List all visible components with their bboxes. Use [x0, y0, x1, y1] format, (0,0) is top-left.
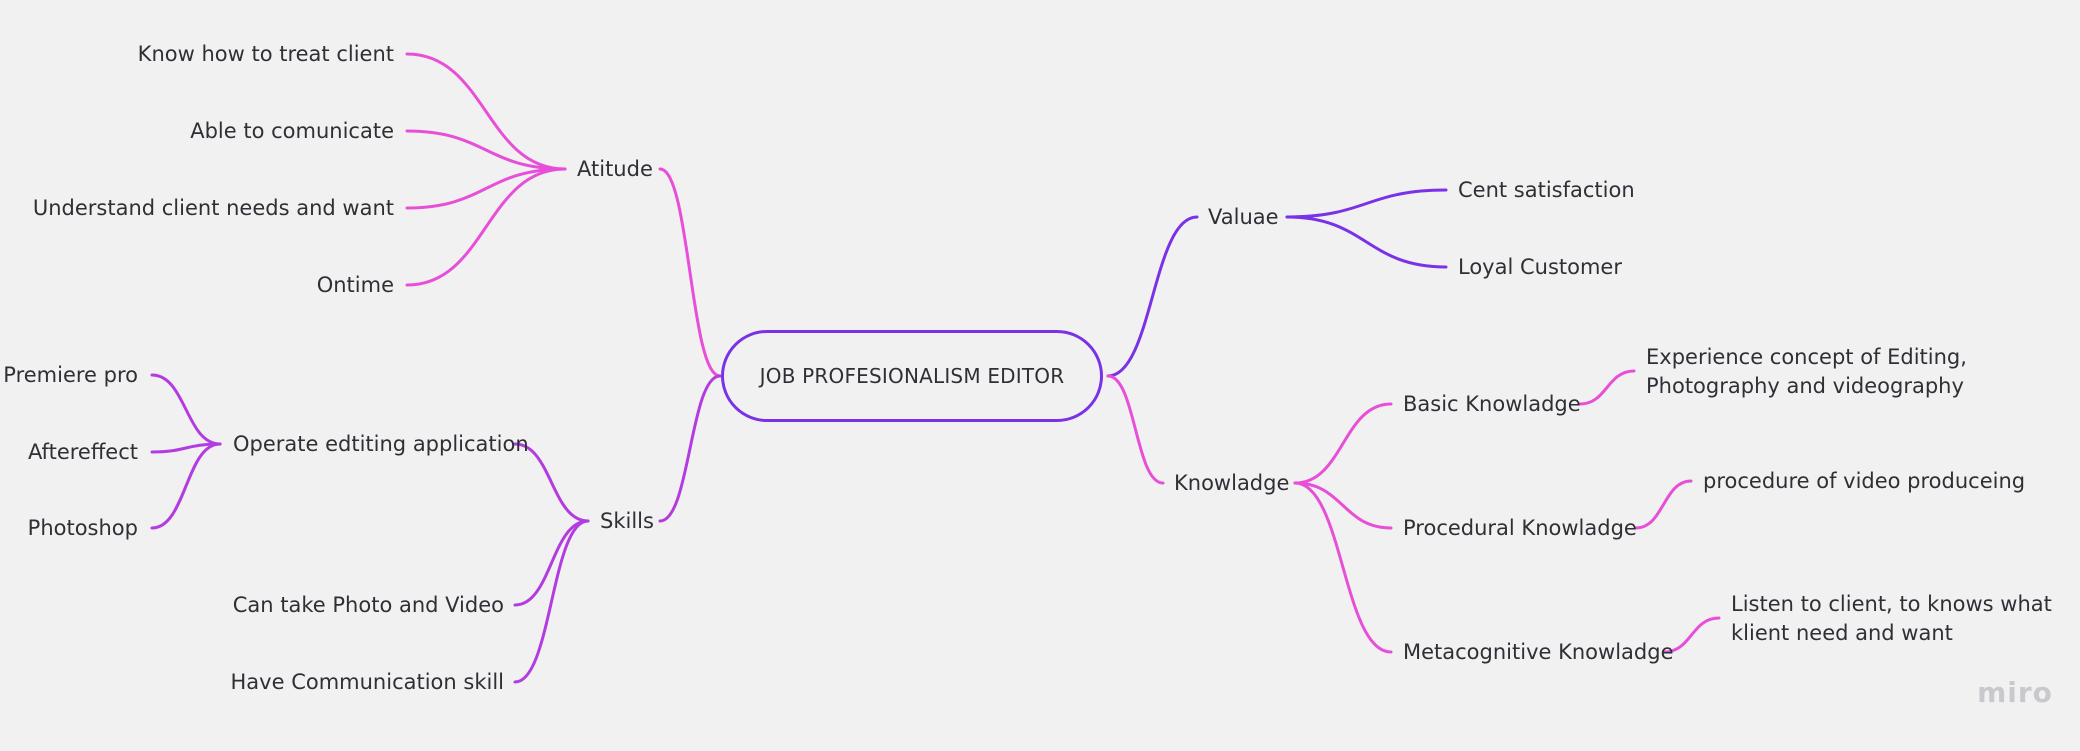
- node-premiere-pro[interactable]: Premiere pro: [3, 363, 138, 387]
- edge-atitude-child-2: [405, 167, 567, 210]
- edge-basic-detail: [1578, 369, 1636, 406]
- node-photoshop[interactable]: Photoshop: [27, 516, 138, 540]
- node-metacognitive-knowladge[interactable]: Metacognitive Knowladge: [1403, 640, 1674, 664]
- node-understand-client-needs[interactable]: Understand client needs and want: [32, 196, 394, 220]
- detail-line: klient need and want: [1731, 621, 1953, 645]
- root-node[interactable]: JOB PROFESIONALISM EDITOR: [721, 330, 1103, 422]
- edge-operate-child-1: [150, 442, 222, 454]
- edge-knowladge-child-0: [1293, 402, 1393, 485]
- detail-line: Listen to client, to knows what: [1731, 592, 2052, 616]
- edge-skills-child-1: [513, 519, 590, 607]
- node-procedural-knowladge[interactable]: Procedural Knowladge: [1403, 516, 1637, 540]
- node-metacognitive-knowladge-detail[interactable]: Listen to client, to knows what klient n…: [1731, 590, 2052, 648]
- edge-skills-child-2: [513, 519, 590, 684]
- node-operate-editing-application[interactable]: Operate edtiting application: [233, 432, 529, 456]
- node-knowladge[interactable]: Knowladge: [1174, 471, 1290, 495]
- node-able-to-comunicate[interactable]: Able to comunicate: [190, 119, 394, 143]
- node-aftereffect[interactable]: Aftereffect: [27, 440, 138, 464]
- edge-root-skills: [658, 374, 722, 523]
- detail-line: Photography and videography: [1646, 374, 1964, 398]
- node-can-take-photo-video[interactable]: Can take Photo and Video: [232, 593, 504, 617]
- node-basic-knowladge-detail[interactable]: Experience concept of Editing, Photograp…: [1646, 343, 1967, 401]
- edge-knowladge-child-2: [1293, 481, 1393, 654]
- edge-skills-child-0: [513, 442, 590, 523]
- node-ontime[interactable]: Ontime: [316, 273, 394, 297]
- node-basic-knowladge[interactable]: Basic Knowladge: [1403, 392, 1581, 416]
- edge-atitude-child-3: [405, 167, 567, 287]
- edge-procedural-detail: [1634, 479, 1693, 530]
- node-cent-satisfaction[interactable]: Cent satisfaction: [1458, 178, 1635, 202]
- detail-line: Experience concept of Editing,: [1646, 345, 1967, 369]
- edge-root-valuae: [1106, 215, 1199, 378]
- edge-root-atitude: [658, 167, 722, 378]
- node-loyal-customer[interactable]: Loyal Customer: [1458, 255, 1622, 279]
- edge-valuae-child-1: [1285, 215, 1448, 269]
- edge-atitude-child-0: [405, 52, 567, 171]
- edge-metacognitive-detail: [1662, 616, 1721, 654]
- edge-root-knowladge: [1106, 374, 1165, 485]
- edge-atitude-child-1: [405, 129, 567, 171]
- node-know-how-to-treat-client[interactable]: Know how to treat client: [137, 42, 394, 66]
- edge-valuae-child-0: [1285, 188, 1448, 219]
- node-atitude[interactable]: Atitude: [577, 157, 653, 181]
- miro-watermark: miro: [1977, 675, 2053, 709]
- node-have-communication-skill[interactable]: Have Communication skill: [230, 670, 504, 694]
- edge-operate-child-0: [150, 373, 222, 446]
- root-node-label: JOB PROFESIONALISM EDITOR: [759, 364, 1065, 388]
- edge-operate-child-2: [150, 442, 222, 530]
- node-skills[interactable]: Skills: [600, 509, 654, 533]
- node-procedural-knowladge-detail[interactable]: procedure of video produceing: [1703, 469, 2026, 493]
- edge-knowladge-child-1: [1293, 481, 1393, 530]
- node-valuae[interactable]: Valuae: [1208, 205, 1279, 229]
